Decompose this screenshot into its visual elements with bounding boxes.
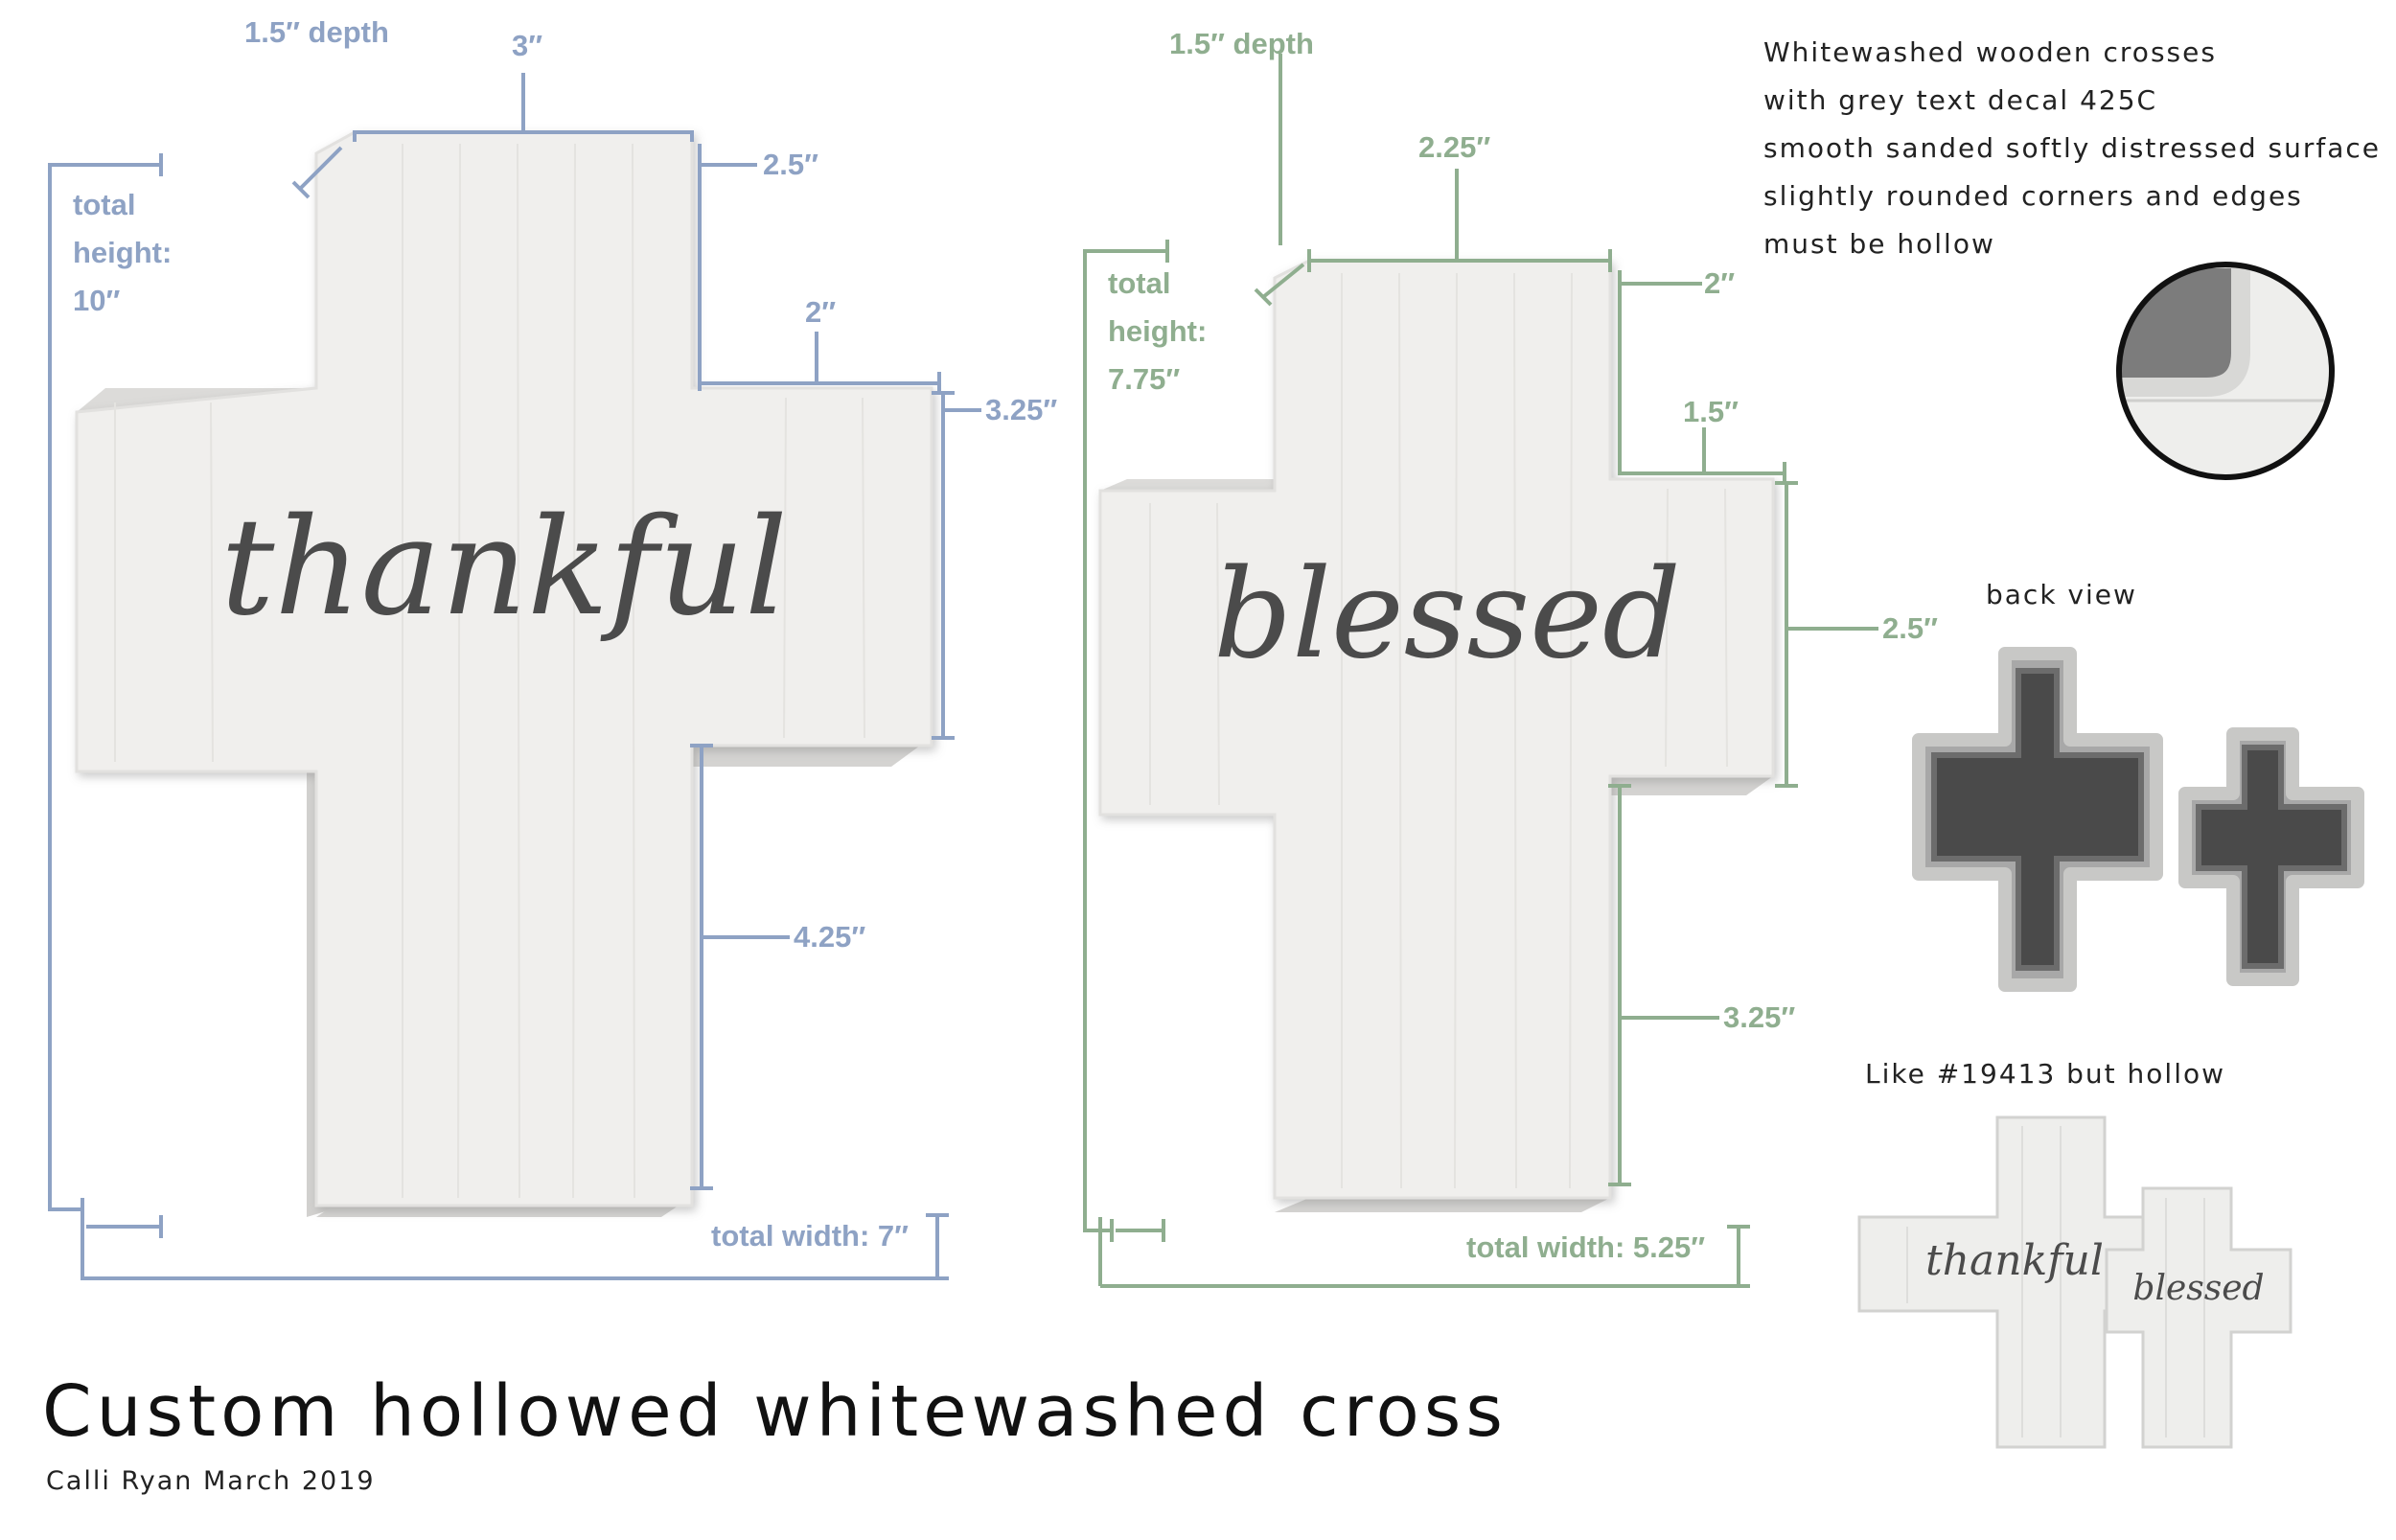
large-total-height-line2: height:	[73, 236, 172, 269]
edge-detail-circle	[2116, 262, 2335, 480]
small-cross-dimension-lines	[1083, 54, 1878, 1288]
small-depth-label: 1.5″ depth	[1169, 27, 1314, 60]
small-total-height-line3: 7.75″	[1108, 362, 1180, 396]
large-bottom-label: 4.25″	[794, 920, 865, 954]
large-arm-height-label: 3.25″	[985, 393, 1057, 426]
large-depth-label: 1.5″ depth	[244, 15, 389, 49]
large-total-height-line3: 10″	[73, 284, 120, 317]
back-view-small-cross	[2178, 727, 2364, 986]
reference-label: Like #19413 but hollow	[1865, 1058, 2226, 1090]
large-arm-length-label: 2″	[805, 295, 836, 329]
small-bottom-label: 3.25″	[1723, 1000, 1795, 1034]
large-top-arm-label: 2.5″	[763, 148, 818, 181]
small-top-arm-label: 2″	[1704, 266, 1735, 300]
note-line: with grey text decal 425C	[1763, 84, 2158, 116]
author-line: Calli Ryan March 2019	[46, 1466, 376, 1496]
small-total-height-line2: height:	[1108, 314, 1207, 348]
small-top-width-label: 2.25″	[1418, 130, 1490, 164]
large-cross-dimension-lines	[48, 73, 981, 1280]
note-line: slightly rounded corners and edges	[1763, 180, 2303, 212]
large-total-width-label: total width: 7″	[711, 1219, 909, 1253]
cross-word-blessed: blessed	[1213, 543, 1681, 686]
large-cross: thankful	[75, 130, 933, 1217]
large-top-width-label: 3″	[512, 29, 542, 62]
large-total-height-line1: total	[73, 188, 135, 221]
small-cross: blessed	[1098, 259, 1775, 1212]
reference-cross-thankful: thankful	[1857, 1115, 2172, 1449]
small-total-height-line1: total	[1108, 266, 1170, 300]
page-title: Custom hollowed whitewashed cross	[42, 1370, 1508, 1453]
back-view-large-cross	[1912, 647, 2163, 992]
reference-cross-blessed: blessed	[2105, 1186, 2292, 1449]
spec-notes: Whitewashed wooden crosses with grey tex…	[1763, 29, 2381, 268]
note-line: smooth sanded softly distressed surface	[1763, 132, 2382, 164]
small-arm-height-label: 2.5″	[1882, 611, 1938, 645]
note-line: must be hollow	[1763, 228, 1995, 260]
small-total-width-label: total width: 5.25″	[1466, 1230, 1705, 1264]
small-arm-length-label: 1.5″	[1683, 395, 1739, 428]
reference-word-blessed: blessed	[2132, 1269, 2264, 1308]
cross-word-thankful: thankful	[220, 490, 788, 646]
reference-word-thankful: thankful	[1925, 1236, 2104, 1285]
back-view-label: back view	[1986, 579, 2137, 610]
note-line: Whitewashed wooden crosses	[1763, 36, 2217, 68]
